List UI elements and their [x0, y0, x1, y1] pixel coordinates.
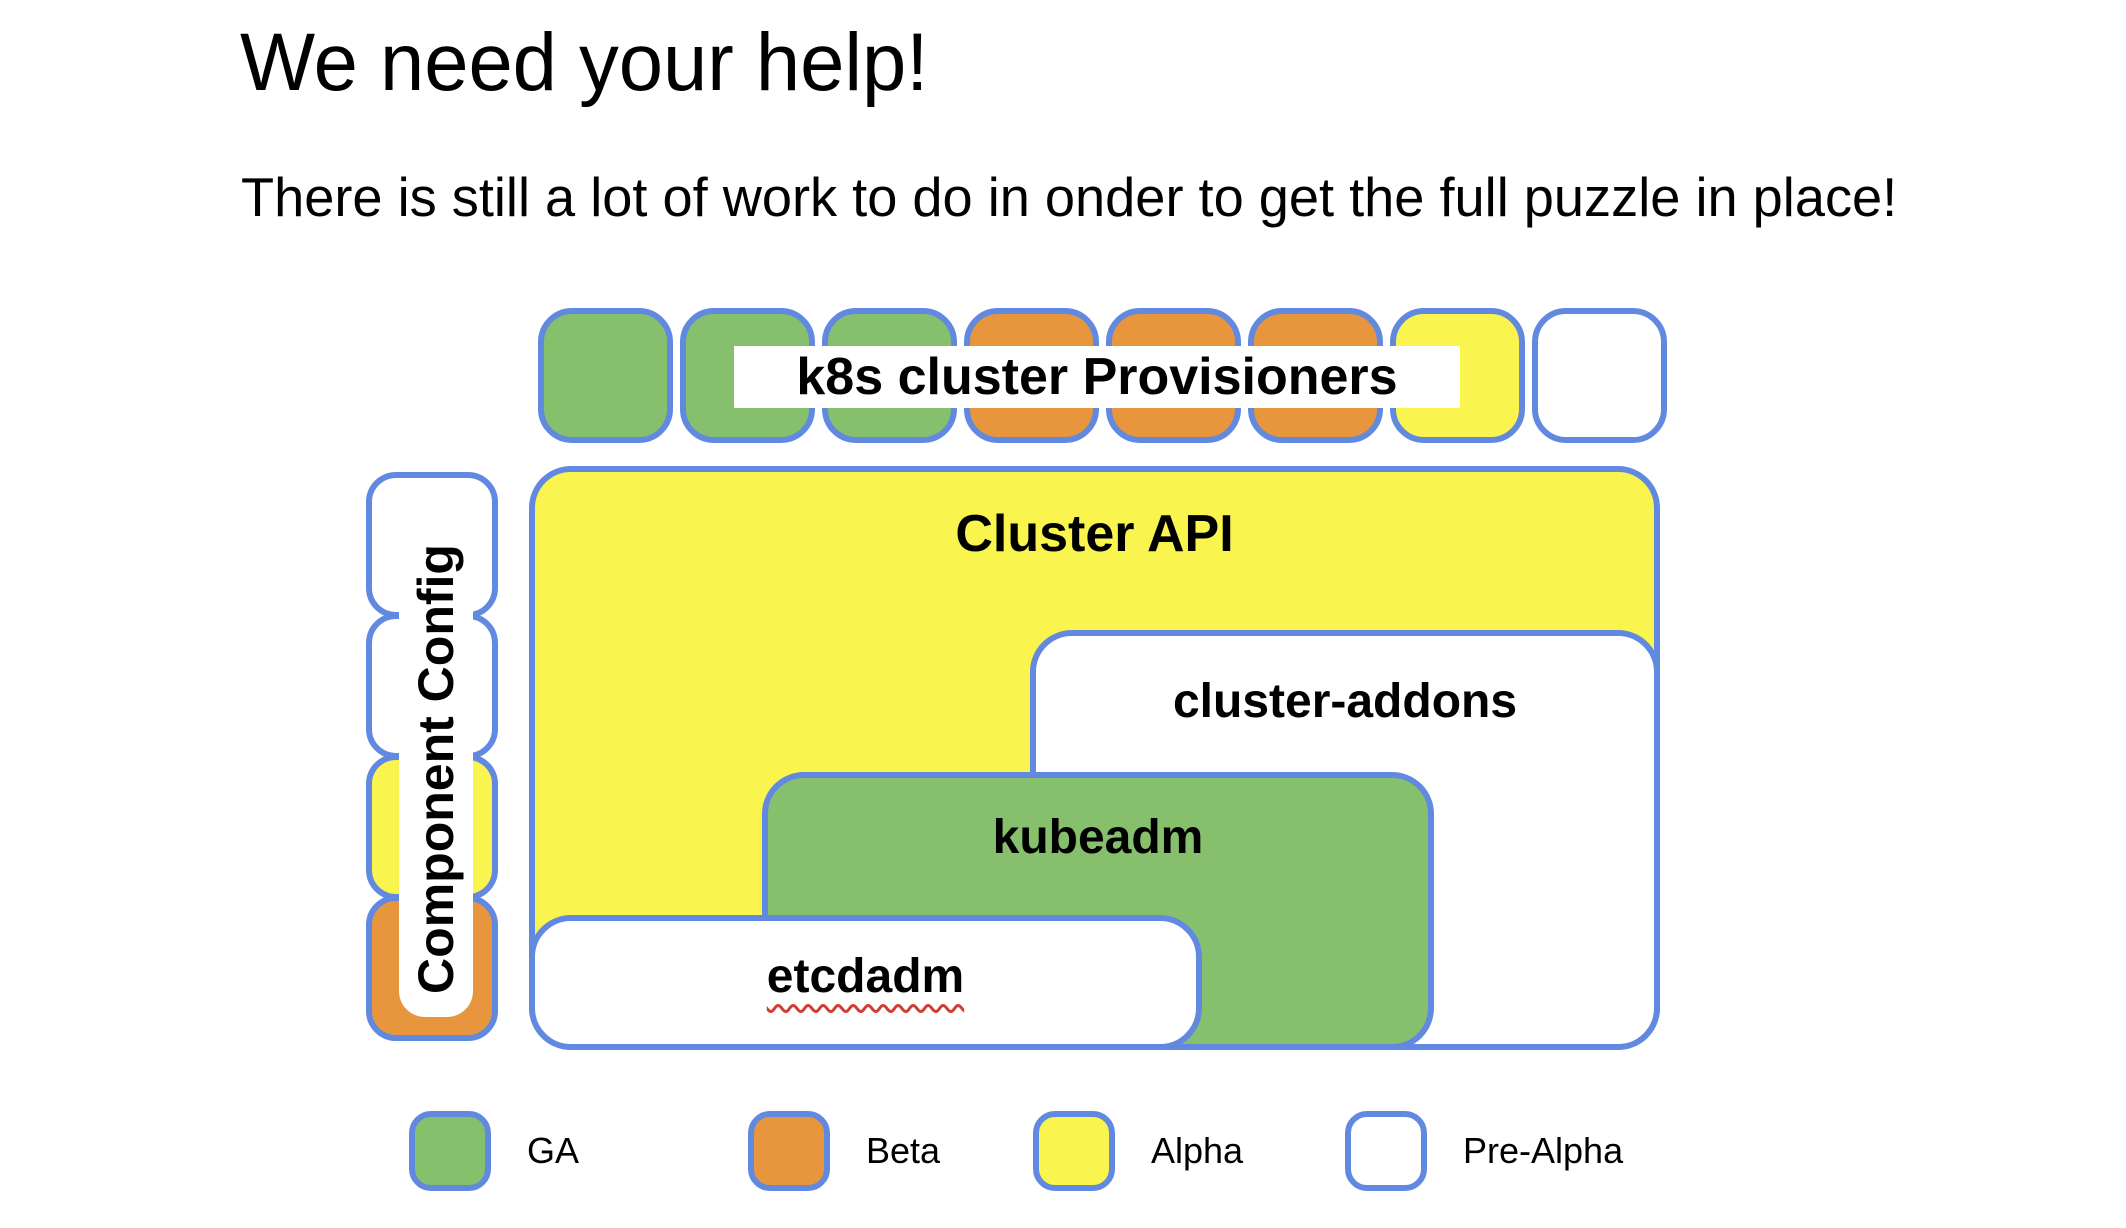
component-config-label: Component Config	[399, 520, 473, 1017]
legend-swatch-beta	[748, 1111, 830, 1191]
provisioner-piece-ga	[538, 308, 673, 443]
component-config-label-text: Component Config	[408, 543, 464, 994]
legend-swatch-alpha	[1033, 1111, 1115, 1191]
legend-item-ga: GA	[409, 1111, 579, 1191]
legend-item-alpha: Alpha	[1033, 1111, 1243, 1191]
legend-swatch-pre-alpha	[1345, 1111, 1427, 1191]
legend-item-pre-alpha: Pre-Alpha	[1345, 1111, 1623, 1191]
legend-label: Beta	[866, 1130, 941, 1171]
page-subtitle: There is still a lot of work to do in on…	[241, 166, 1898, 228]
legend-label: GA	[527, 1130, 580, 1171]
provisioner-piece-pre-alpha	[1532, 308, 1667, 443]
legend-label: Pre-Alpha	[1463, 1130, 1624, 1171]
page-title: We need your help!	[240, 17, 929, 108]
legend-item-beta: Beta	[748, 1111, 940, 1191]
provisioners-label: k8s cluster Provisioners	[734, 346, 1460, 408]
kubeadm-label: kubeadm	[992, 811, 1204, 864]
etcdadm-block: etcdadm	[529, 915, 1202, 1050]
provisioners-label-text: k8s cluster Provisioners	[796, 348, 1398, 406]
cluster-addons-label: cluster-addons	[1172, 675, 1518, 728]
legend-label: Alpha	[1151, 1130, 1244, 1171]
cluster-api-label: Cluster API	[955, 505, 1234, 563]
legend-swatch-ga	[409, 1111, 491, 1191]
etcdadm-label: etcdadm	[766, 950, 965, 1003]
